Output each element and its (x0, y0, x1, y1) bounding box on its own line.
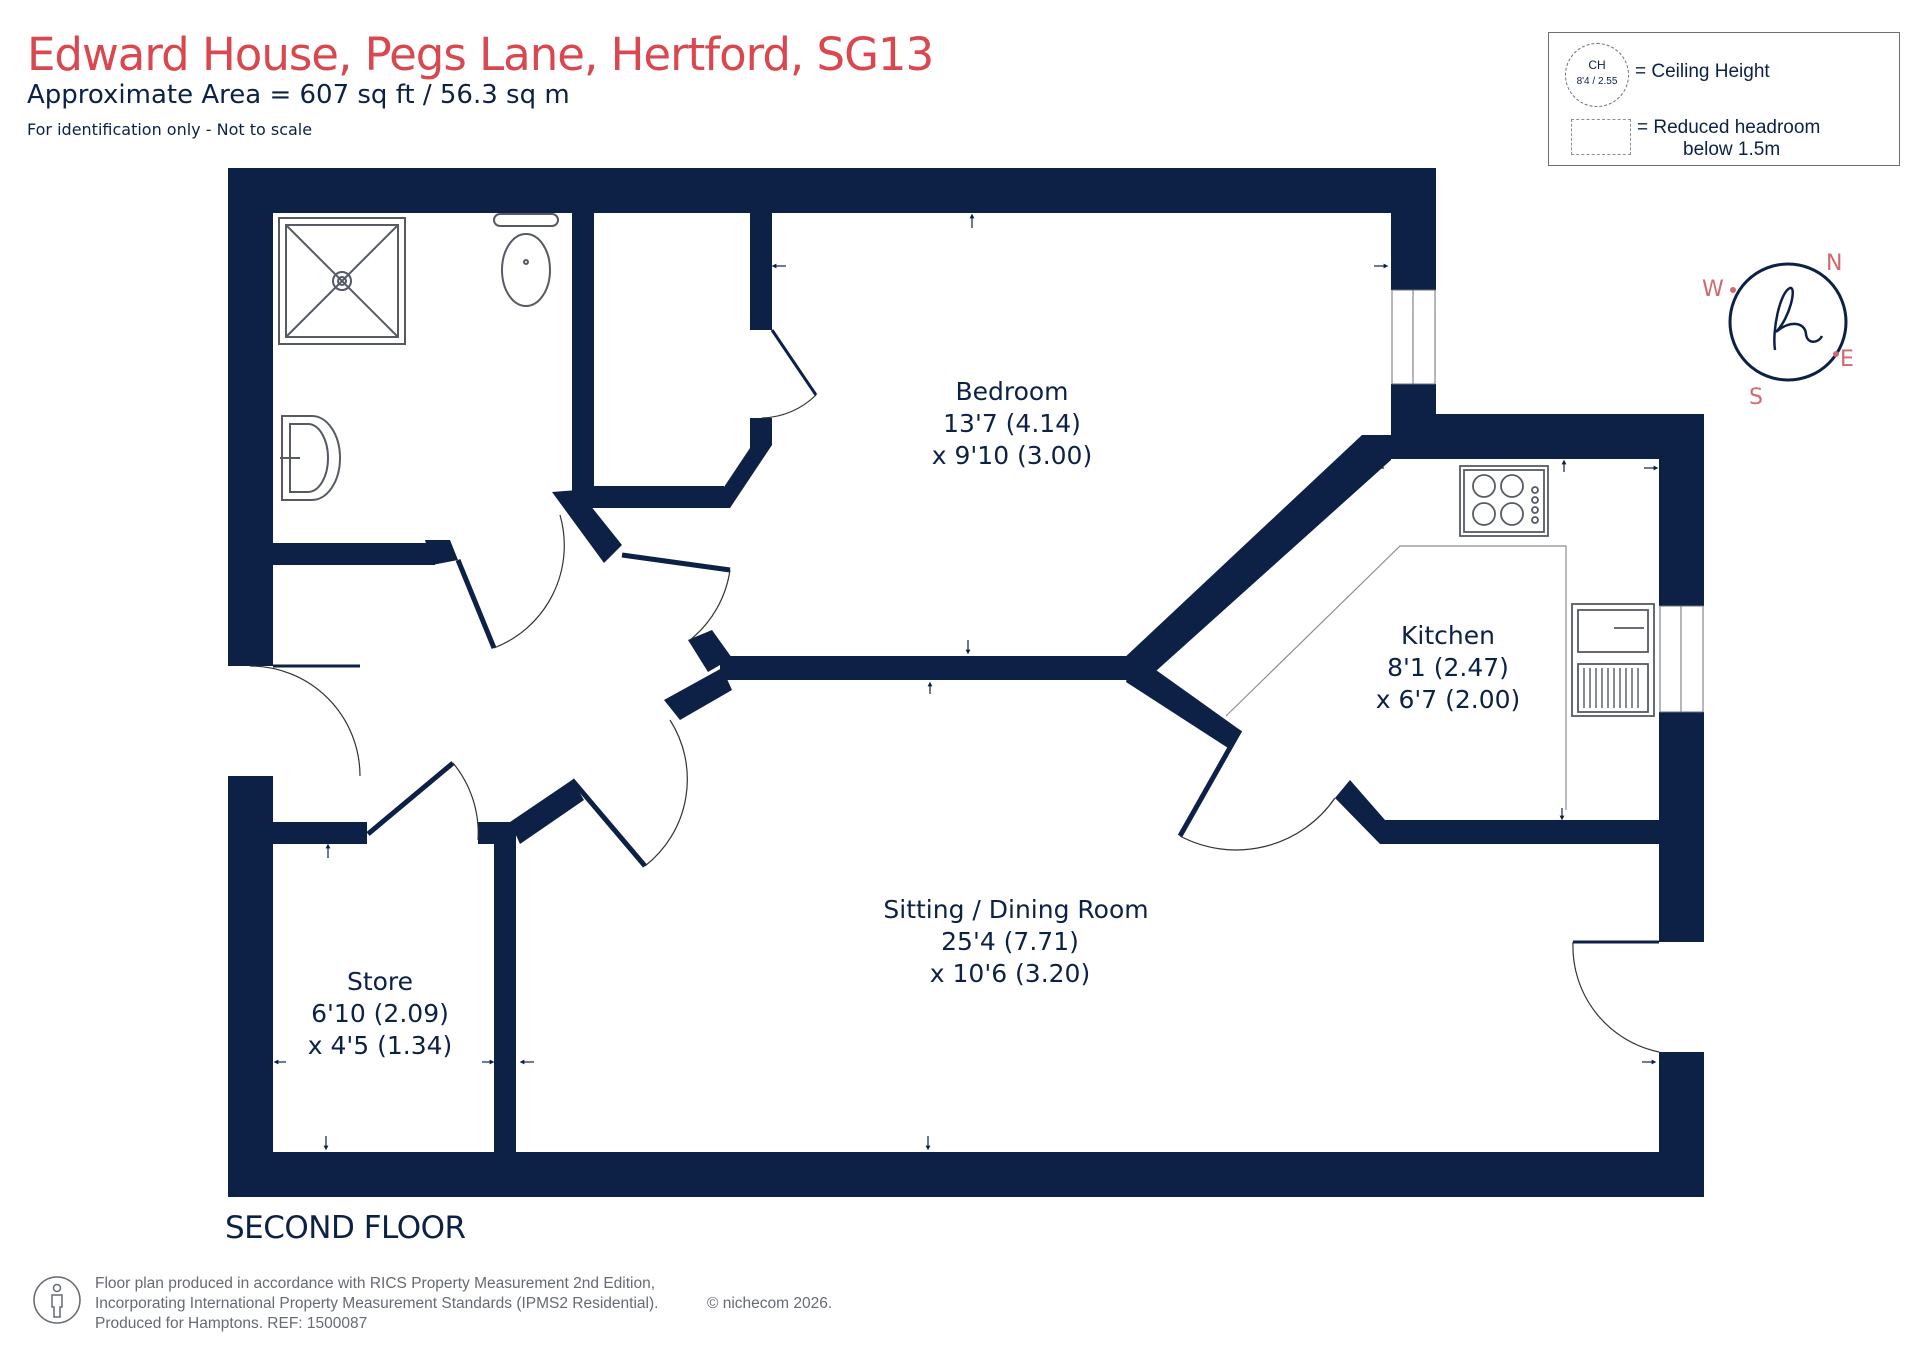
sitting-dim1: 25'4 (7.71) (941, 927, 1079, 956)
door-swings (249, 329, 1660, 1053)
ceiling-height-abbrev: CH (1588, 58, 1606, 72)
compass-s: S (1749, 385, 1763, 410)
approximate-area: Approximate Area = 607 sq ft / 56.3 sq m (27, 80, 570, 110)
ceiling-height-icon: CH 8'4 / 2.55 (1565, 43, 1629, 107)
compass-n: N (1826, 251, 1842, 276)
sitting-name: Sitting / Dining Room (883, 895, 1148, 924)
room-store: Store 6'10 (2.09) x 4'5 (1.34) (308, 967, 453, 1060)
room-bedroom: Bedroom 13'7 (4.14) x 9'10 (3.00) (932, 377, 1092, 470)
bedroom-dim2: x 9'10 (3.00) (932, 441, 1092, 470)
shower-tray-icon (278, 217, 406, 345)
kitchen-fixtures (1225, 465, 1655, 810)
kitchen-dim2: x 6'7 (2.00) (1376, 685, 1521, 714)
bedroom-name: Bedroom (955, 377, 1068, 406)
windows (1391, 289, 1704, 713)
brand-logo-icon (1773, 286, 1824, 351)
sitting-dim2: x 10'6 (3.20) (930, 959, 1090, 988)
reduced-headroom-icon (1571, 119, 1631, 155)
identification-note: For identification only - Not to scale (27, 120, 313, 139)
store-name: Store (347, 967, 413, 996)
bedroom-dim1: 13'7 (4.14) (943, 409, 1081, 438)
compass-w: W (1702, 277, 1724, 302)
worktop-outline (1225, 545, 1567, 810)
room-sitting-dining: Sitting / Dining Room 25'4 (7.71) x 10'6… (883, 895, 1148, 988)
room-kitchen: Kitchen 8'1 (2.47) x 6'7 (2.00) (1376, 621, 1521, 714)
basin-icon (280, 415, 341, 501)
sink-icon (1571, 603, 1655, 717)
footer-line-1: Floor plan produced in accordance with R… (95, 1275, 656, 1292)
ceiling-height-label: = Ceiling Height (1635, 61, 1770, 82)
footer-notes: Floor plan produced in accordance with R… (95, 1274, 832, 1334)
ceiling-height-value: 8'4 / 2.55 (1576, 76, 1618, 87)
compass-ring (1728, 262, 1848, 382)
toilet-icon (493, 213, 559, 307)
hob-icon (1459, 465, 1549, 537)
footer-line-2: Incorporating International Property Mea… (95, 1295, 659, 1312)
store-dim2: x 4'5 (1.34) (308, 1031, 453, 1060)
legend-box: CH 8'4 / 2.55 = Ceiling Height = Reduced… (1548, 32, 1900, 166)
bathroom-fixtures (278, 213, 559, 501)
reduced-headroom-label: = Reduced headroom (1637, 117, 1821, 138)
compass-e: E (1840, 347, 1854, 372)
reduced-headroom-label-2: below 1.5m (1683, 139, 1781, 160)
kitchen-dim1: 8'1 (2.47) (1387, 653, 1509, 682)
footer-copyright: © nichecom 2026. (707, 1295, 833, 1312)
person-icon (33, 1276, 81, 1324)
footer-line-3: Produced for Hamptons. REF: 1500087 (95, 1315, 368, 1332)
walls (228, 168, 1704, 1197)
measurement-arrows (273, 213, 1659, 1151)
store-dim1: 6'10 (2.09) (311, 999, 449, 1028)
property-title: Edward House, Pegs Lane, Hertford, SG13 (27, 28, 934, 81)
floor-label: SECOND FLOOR (225, 1210, 466, 1246)
compass (1728, 262, 1848, 382)
kitchen-name: Kitchen (1401, 621, 1495, 650)
